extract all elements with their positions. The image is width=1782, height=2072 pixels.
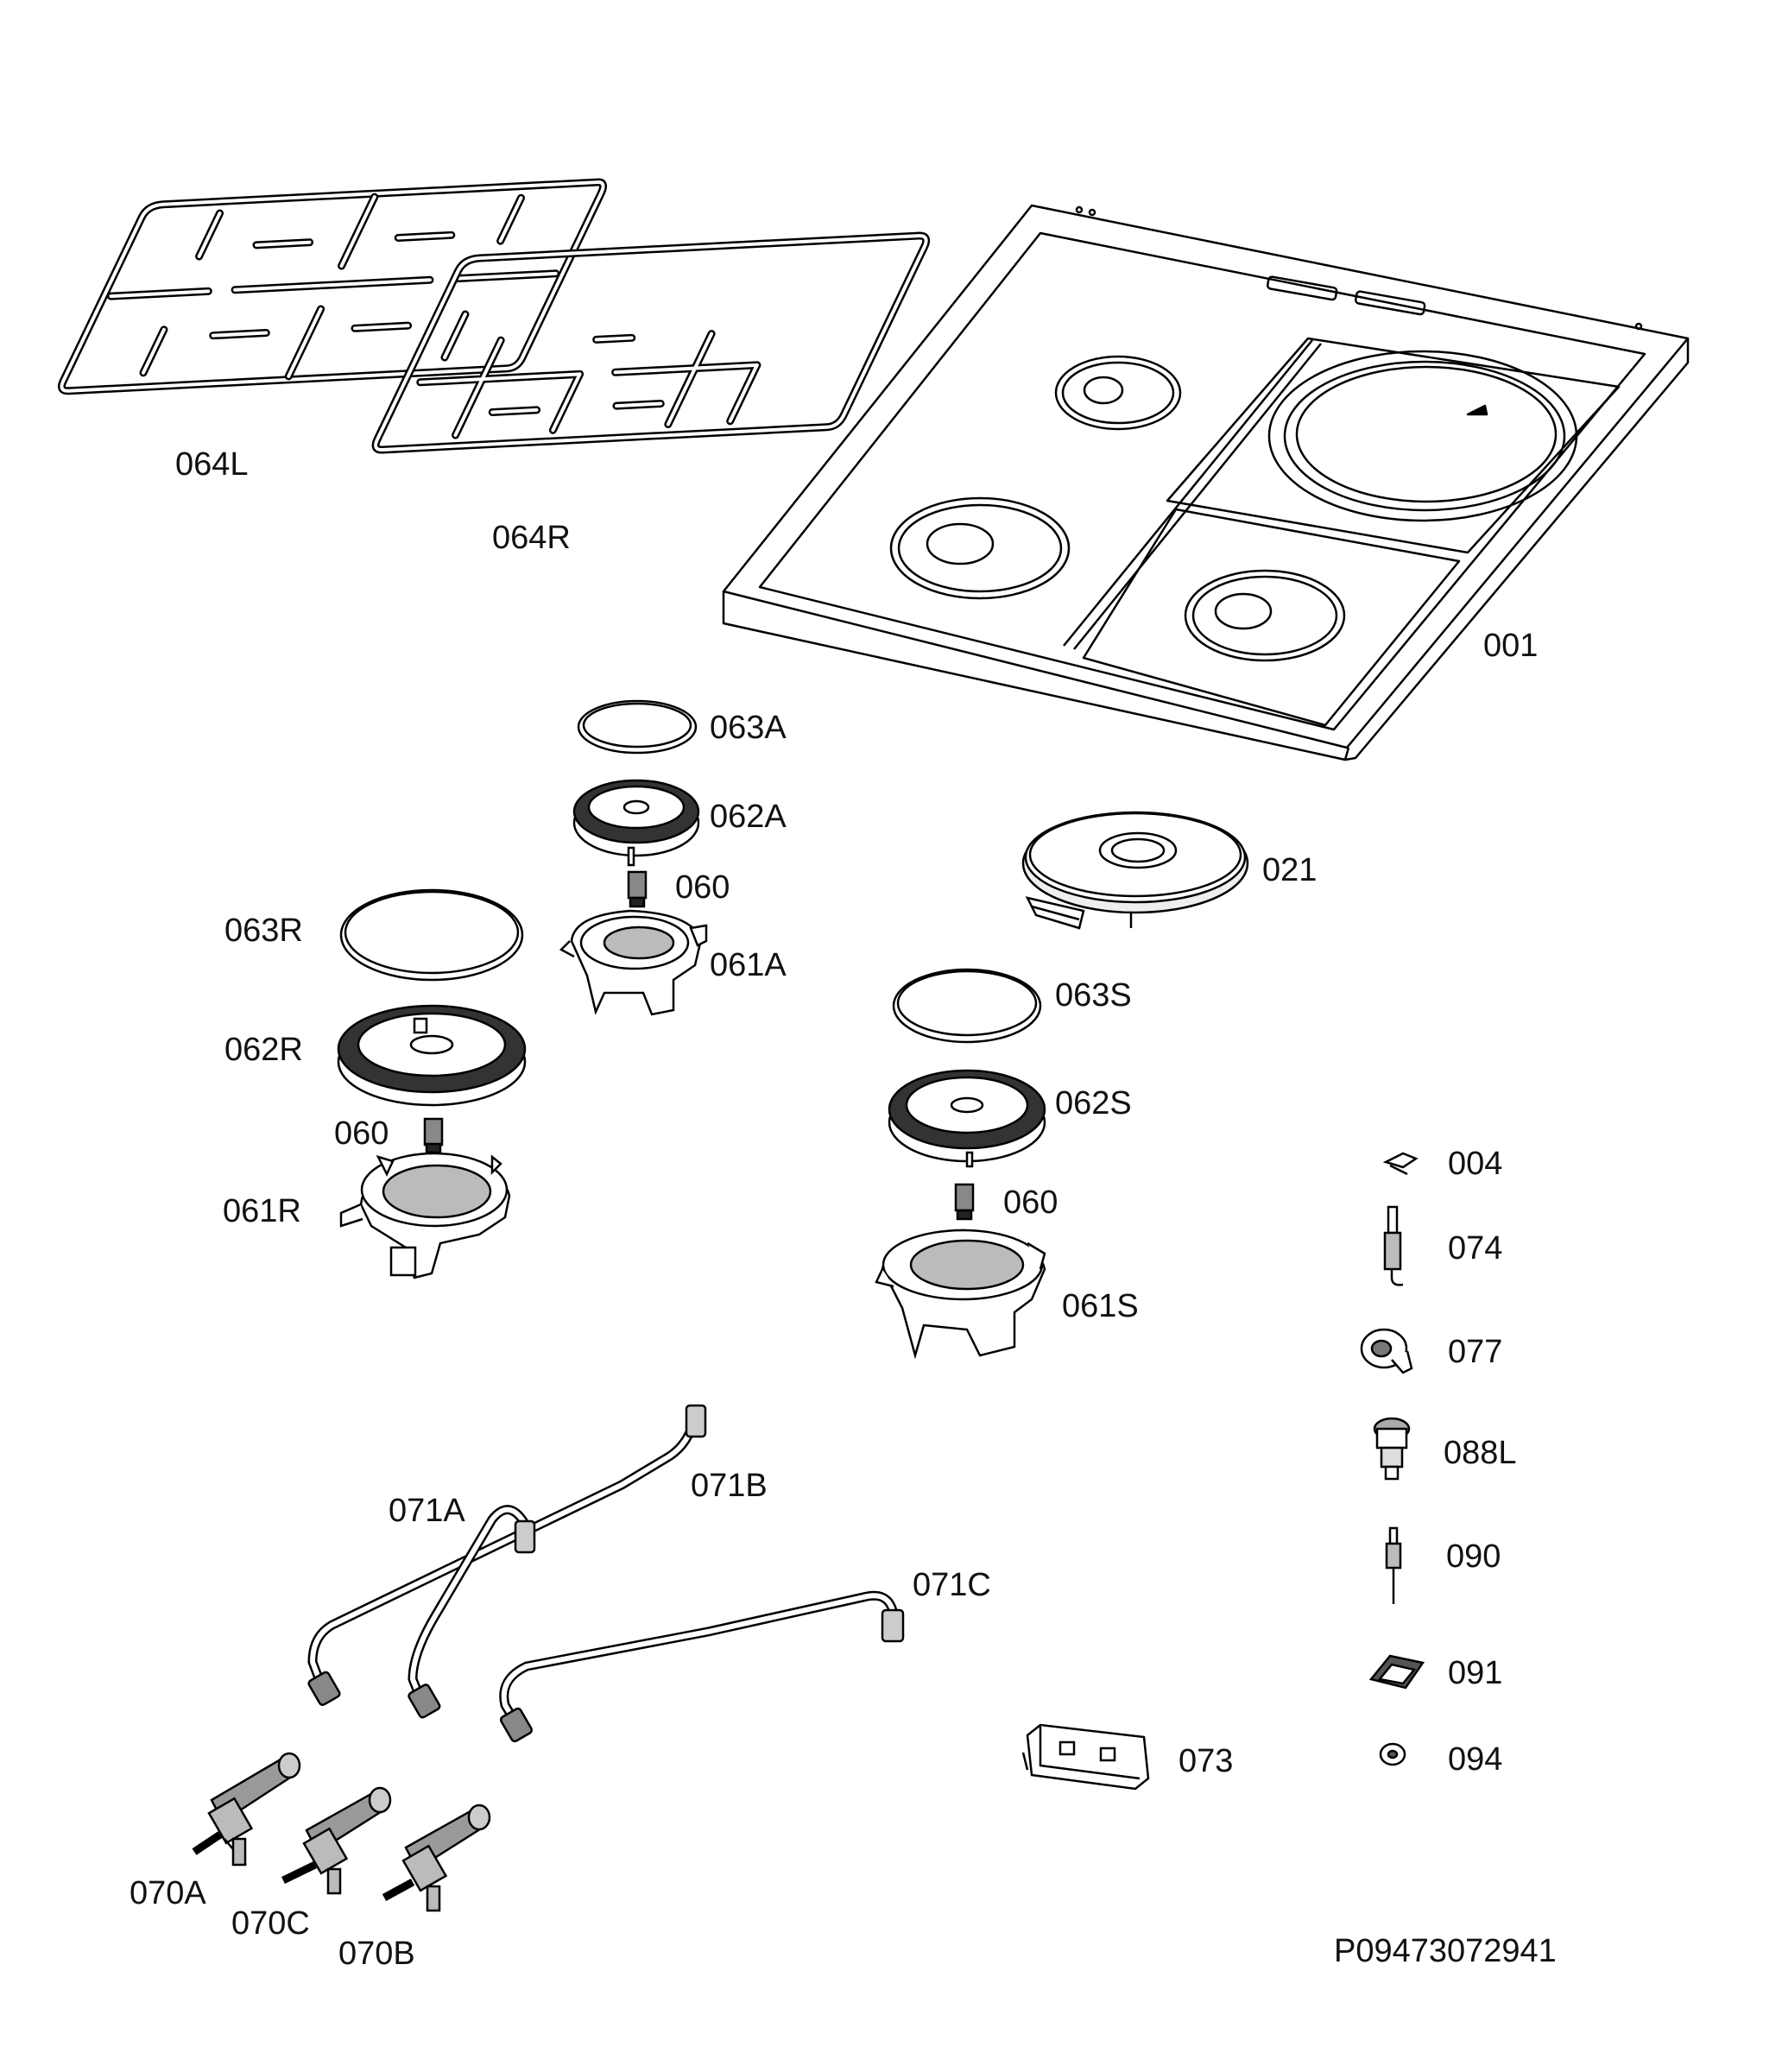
label-070B: 070B bbox=[338, 1936, 415, 1972]
burner-crown-auxiliary bbox=[574, 780, 698, 865]
seal-washer bbox=[1381, 1744, 1405, 1765]
gas-tap-070C bbox=[283, 1788, 390, 1893]
label-061S: 061S bbox=[1062, 1288, 1139, 1324]
burner-crown-semi-rapid bbox=[889, 1071, 1045, 1166]
label-060-auxiliary: 060 bbox=[675, 869, 730, 906]
gas-pipe-071C bbox=[500, 1595, 903, 1742]
injector-auxiliary bbox=[629, 872, 646, 906]
label-061R: 061R bbox=[223, 1193, 301, 1229]
clip-part bbox=[1386, 1153, 1416, 1174]
burner-body-semi-rapid bbox=[876, 1230, 1045, 1355]
document-id: P09473072941 bbox=[1334, 1933, 1557, 1969]
hotplate-element bbox=[1023, 812, 1248, 928]
label-004: 004 bbox=[1448, 1146, 1502, 1182]
burner-cap-rapid bbox=[341, 890, 522, 980]
gas-tap-070B bbox=[384, 1805, 490, 1911]
elbow-connector bbox=[1362, 1330, 1412, 1373]
pan-support-left bbox=[59, 182, 607, 392]
label-071C: 071C bbox=[913, 1567, 991, 1603]
gas-inlet-fitting bbox=[1374, 1418, 1409, 1479]
label-062S: 062S bbox=[1055, 1085, 1132, 1121]
label-090: 090 bbox=[1446, 1538, 1501, 1575]
gas-tap-070A bbox=[194, 1753, 300, 1865]
label-062A: 062A bbox=[710, 799, 787, 835]
terminal-block bbox=[1023, 1725, 1148, 1789]
label-074: 074 bbox=[1448, 1230, 1502, 1267]
hob-top-panel bbox=[724, 205, 1688, 760]
label-021: 021 bbox=[1262, 852, 1317, 888]
gas-pipe-071B bbox=[307, 1406, 705, 1706]
label-071B: 071B bbox=[691, 1468, 768, 1504]
label-070C: 070C bbox=[231, 1905, 310, 1942]
label-063R: 063R bbox=[224, 913, 303, 949]
pan-support-right bbox=[372, 235, 930, 450]
label-001: 001 bbox=[1483, 628, 1538, 664]
label-060-rapid: 060 bbox=[334, 1115, 389, 1152]
burner-cap-auxiliary bbox=[578, 701, 696, 753]
label-091: 091 bbox=[1448, 1655, 1502, 1691]
label-062R: 062R bbox=[224, 1032, 303, 1068]
thermocouple bbox=[1387, 1528, 1400, 1604]
switch-part bbox=[1371, 1656, 1423, 1688]
label-064L: 064L bbox=[175, 446, 249, 483]
label-064R: 064R bbox=[492, 520, 571, 556]
label-088L: 088L bbox=[1444, 1435, 1517, 1471]
label-063A: 063A bbox=[710, 710, 787, 746]
ignition-electrode bbox=[1385, 1207, 1403, 1285]
injector-rapid bbox=[425, 1119, 442, 1153]
label-077: 077 bbox=[1448, 1334, 1502, 1370]
burner-cap-semi-rapid bbox=[894, 970, 1040, 1042]
label-061A: 061A bbox=[710, 947, 787, 983]
label-060-semi-rapid: 060 bbox=[1003, 1184, 1058, 1221]
burner-body-rapid bbox=[341, 1153, 509, 1278]
injector-semi-rapid bbox=[956, 1184, 973, 1219]
label-071A: 071A bbox=[389, 1493, 465, 1529]
label-063S: 063S bbox=[1055, 977, 1132, 1014]
label-094: 094 bbox=[1448, 1741, 1502, 1778]
burner-body-auxiliary bbox=[561, 911, 706, 1014]
label-073: 073 bbox=[1179, 1743, 1233, 1779]
label-070A: 070A bbox=[130, 1875, 206, 1911]
gas-pipe-071A bbox=[408, 1510, 534, 1719]
burner-crown-rapid bbox=[338, 1006, 525, 1105]
